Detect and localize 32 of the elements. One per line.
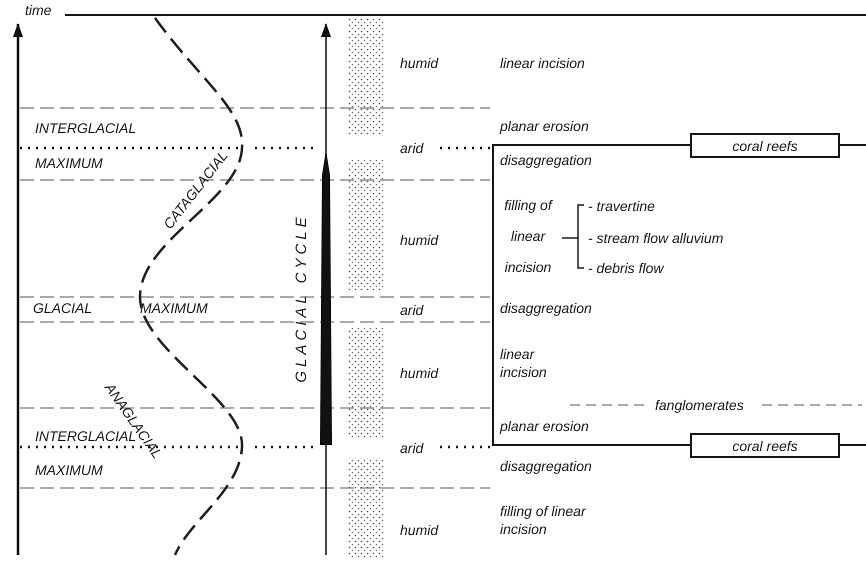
process-label: disaggregation xyxy=(500,300,592,316)
climate-label: humid xyxy=(400,55,438,71)
label-box xyxy=(690,133,840,158)
phase-label: MAXIMUM xyxy=(35,462,103,478)
climate-label: humid xyxy=(400,365,438,381)
climate-label: arid xyxy=(400,302,424,318)
process-label: disaggregation xyxy=(500,152,592,168)
label-box xyxy=(690,433,840,458)
climate-label: humid xyxy=(400,232,438,248)
process-label: planar erosion xyxy=(500,118,589,134)
climate-label: arid xyxy=(400,140,424,156)
climate-label: arid xyxy=(400,440,424,456)
connector-line xyxy=(492,144,690,446)
deposit-label: fanglomerates xyxy=(655,397,744,413)
process-label: disaggregation xyxy=(500,458,592,474)
process-label: filling of linear incision xyxy=(503,196,554,277)
process-label: linear incision xyxy=(500,55,585,71)
cycle-label: GLACIAL CYCLE xyxy=(294,212,310,385)
phase-label: INTERGLACIAL xyxy=(35,120,136,136)
deposit-label: coral reefs xyxy=(732,438,798,454)
phase-label: MAXIMUM xyxy=(35,155,103,171)
deposit-label: - travertine xyxy=(588,198,655,214)
axis-label: time xyxy=(25,2,52,18)
climate-label: humid xyxy=(400,522,438,538)
process-label: linear incision xyxy=(500,345,548,381)
phase-label: MAXIMUM xyxy=(140,300,208,316)
deposit-label: coral reefs xyxy=(732,138,798,154)
deposit-label: - debris flow xyxy=(588,260,664,276)
phase-label: GLACIAL xyxy=(33,300,92,316)
process-label: planar erosion xyxy=(500,418,589,434)
deposit-label: - stream flow alluvium xyxy=(588,230,724,246)
process-label: filling of linear incision xyxy=(500,502,587,538)
